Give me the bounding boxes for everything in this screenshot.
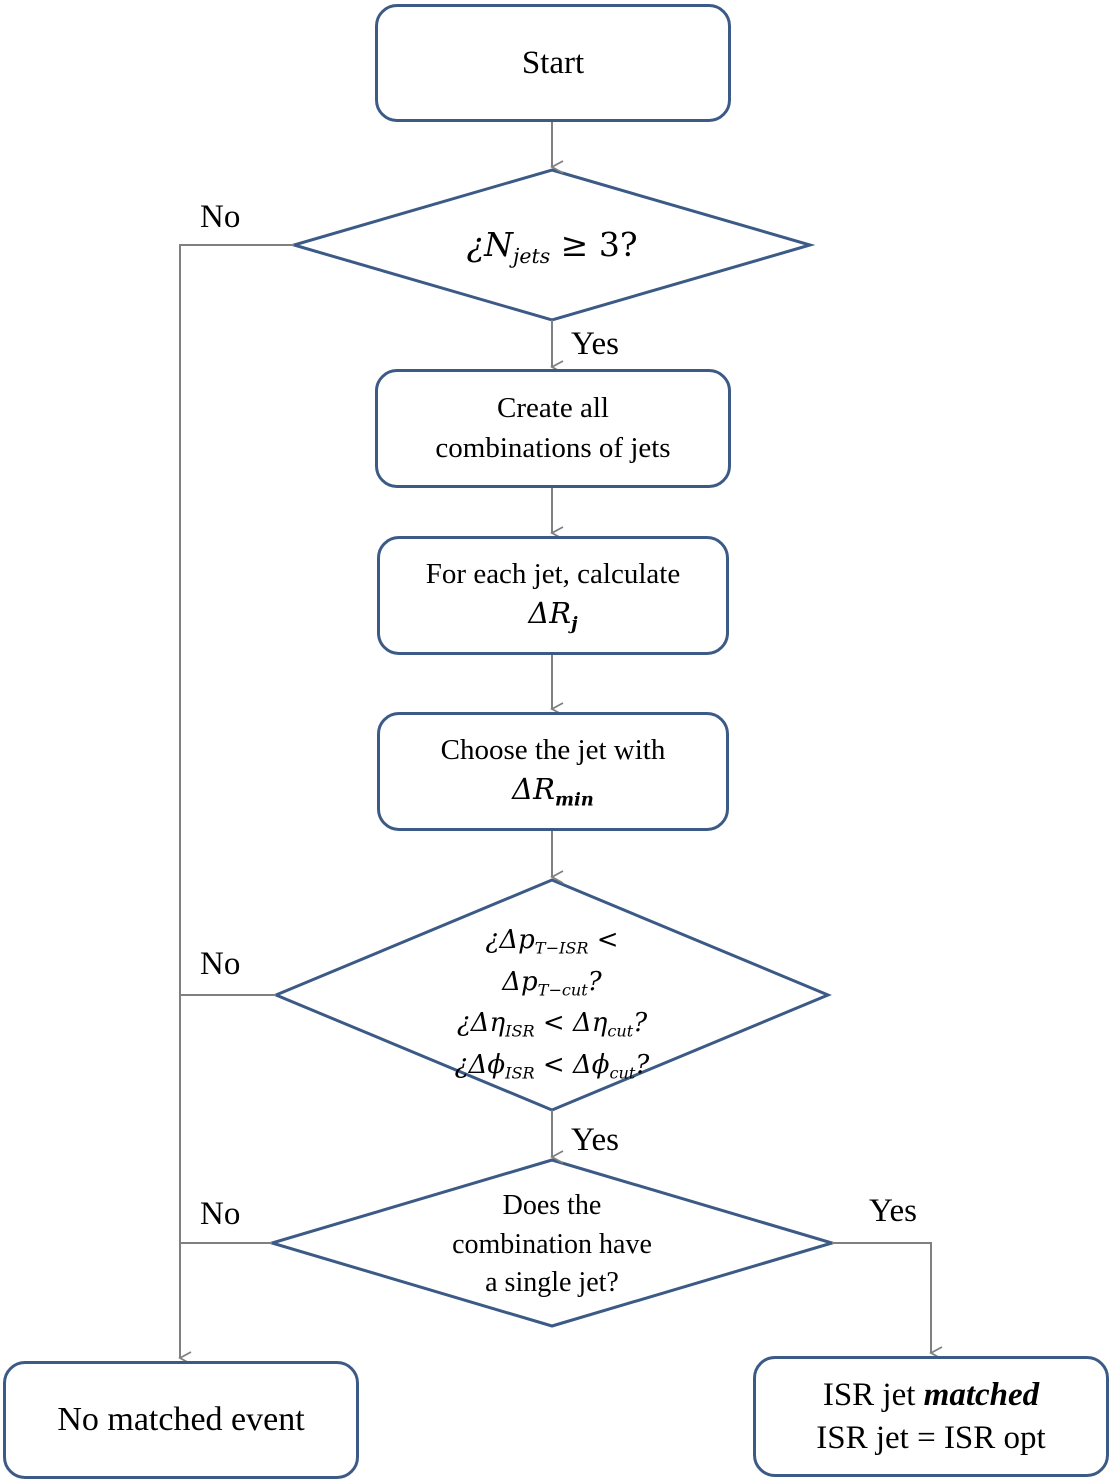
create-line1: Create all — [497, 392, 609, 425]
yes-branch-isr — [832, 1242, 943, 1360]
calc-text: For each jet, calculate — [425, 557, 681, 590]
no-matched-event-node: No matched event — [3, 1361, 359, 1479]
isr-line2: ISR jet = ISR opt — [816, 1419, 1046, 1456]
start-label: Start — [521, 44, 585, 81]
choose-text: Choose the jet with — [440, 733, 666, 766]
choose-jet-node: Choose the jet with ΔRmin — [377, 712, 729, 831]
create-combinations-node: Create all combinations of jets — [375, 369, 731, 488]
no-matched-label: No matched event — [57, 1401, 305, 1438]
decision3-line2: combination have — [452, 1228, 652, 1260]
decision1-text: ¿Njets ≥ 3? — [466, 225, 638, 269]
decision3-line1: Does the — [502, 1190, 602, 1221]
calc-var: ΔRj — [528, 595, 578, 635]
isr-matched-node: ISR jet matched ISR jet = ISR opt — [753, 1356, 1109, 1477]
decision2-line1: ¿ΔpT−ISR < — [485, 925, 619, 958]
decision3-text: Does the combination have a single jet? — [402, 1187, 702, 1303]
isr-line1: ISR jet matched — [822, 1376, 1040, 1413]
label-no-1: No — [200, 199, 241, 235]
label-yes-2: Yes — [571, 1122, 620, 1158]
start-node: Start — [375, 4, 731, 122]
label-no-2: No — [200, 946, 241, 982]
calculate-delta-r-node: For each jet, calculate ΔRj — [377, 536, 729, 655]
decision2-line3: ¿ΔηISR < Δηcut? — [456, 1008, 648, 1041]
decision3-line3: a single jet? — [485, 1267, 619, 1299]
create-line2: combinations of jets — [435, 431, 671, 464]
label-yes-1: Yes — [571, 326, 620, 362]
label-yes-3: Yes — [869, 1193, 918, 1229]
decision2-line2: ΔpT−cut? — [502, 966, 602, 1000]
decision-diamond-single-jet — [266, 1158, 838, 1328]
decision2-text: ¿ΔpT−ISR < ΔpT−cut? ¿ΔηISR < Δηcut? ¿ΔϕI… — [402, 920, 702, 1087]
choose-var: ΔRmin — [512, 771, 594, 811]
label-no-3: No — [200, 1196, 241, 1232]
no-branch-line — [178, 244, 294, 1365]
decision2-line4: ¿ΔϕISR < Δϕcut? — [454, 1049, 650, 1083]
